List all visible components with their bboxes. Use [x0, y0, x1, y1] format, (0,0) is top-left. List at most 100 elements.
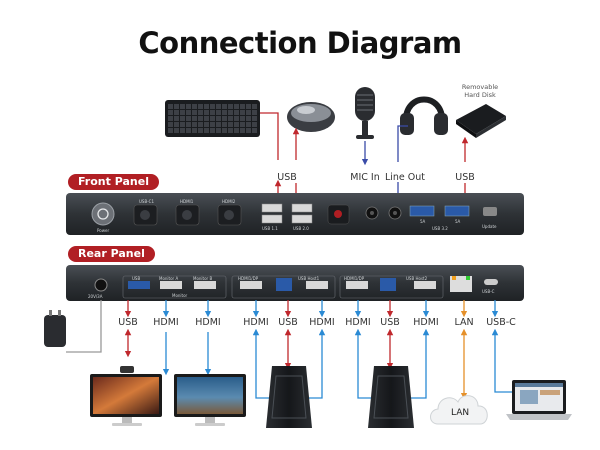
keyboard-key [192, 104, 197, 109]
keyboard-key [252, 110, 257, 115]
keyboard-key [252, 116, 257, 121]
keyboard-key [174, 122, 179, 127]
keyboard-key [180, 122, 185, 127]
microphone-icon [355, 87, 375, 139]
front-lineout-label: Line Out [384, 172, 426, 183]
front-panel-device: Power USB-C1 HDMI1 HDMI2 USB 1.1 USB 2.0… [66, 193, 524, 235]
keyboard-key [234, 128, 239, 133]
keyboard-key [210, 122, 215, 127]
silk-monitor-b: Monitor B [193, 276, 212, 281]
keyboard-key [216, 110, 221, 115]
silk-hdmi1dp-a: HDMI1/DP [238, 276, 259, 281]
keyboard-key [228, 128, 233, 133]
keyboard-key [216, 116, 221, 121]
rear-panel-label: Rear Panel [68, 246, 155, 262]
keyboard-key [180, 104, 185, 109]
keyboard-key [246, 122, 251, 127]
keyboard-key [198, 104, 203, 109]
lan-cloud-icon [430, 395, 488, 425]
rear-hdmi-label-2: HDMI [195, 317, 221, 328]
keyboard-key [186, 110, 191, 115]
silk-usbc: USB-C [482, 289, 495, 294]
keyboard-key [204, 122, 209, 127]
keyboard-key [252, 128, 257, 133]
rear-panel-device: 20V/3A USB Monitor A Monitor B HDMI1/DP … [66, 265, 524, 301]
keyboard-key [174, 110, 179, 115]
silk-hdmi2: HDMI2 [222, 199, 236, 204]
keyboard-key [234, 104, 239, 109]
silk-usb32: USB 3.2 [432, 226, 448, 231]
front-mic-label: MIC In [350, 172, 380, 183]
rear-hdmi-label-3: HDMI [243, 317, 269, 328]
computer-2-icon [368, 366, 414, 428]
silk-host2: USB Host2 [406, 276, 428, 281]
keyboard-key [216, 104, 221, 109]
keyboard-key [168, 104, 173, 109]
keyboard-key [240, 116, 245, 121]
rear-hdmi-label-5: HDMI [345, 317, 371, 328]
keyboard-key [222, 110, 227, 115]
keyboard-key [198, 116, 203, 121]
rear-hdmi-label-6: HDMI [413, 317, 439, 328]
keyboard-key [246, 128, 251, 133]
keyboard-key [228, 116, 233, 121]
keyboard-key [192, 110, 197, 115]
keyboard-key [174, 128, 179, 133]
diagram-title: Connection Diagram [138, 26, 462, 60]
laptop-icon [506, 380, 572, 420]
keyboard-key [210, 104, 215, 109]
mouse-icon [287, 102, 335, 132]
keyboard-key [252, 122, 257, 127]
keyboard-key [210, 128, 215, 133]
keyboard-key [228, 122, 233, 127]
keyboard-key [246, 116, 251, 121]
keyboard-key [240, 128, 245, 133]
keyboard-key [186, 104, 191, 109]
keyboard-key [222, 116, 227, 121]
silk-20v: 20V/3A [88, 294, 103, 299]
keyboard-key [204, 116, 209, 121]
keyboard-key [168, 128, 173, 133]
keyboard-key [198, 110, 203, 115]
monitor-2-icon [174, 374, 246, 426]
keyboard-key [192, 116, 197, 121]
silk-5a-2: 5A [455, 219, 461, 224]
silk-monitor: Monitor [172, 293, 188, 298]
keyboard-key [222, 128, 227, 133]
keyboard-key [210, 110, 215, 115]
keyboard-key [246, 110, 251, 115]
keyboard-key [204, 104, 209, 109]
silk-usb20: USB 2.0 [293, 226, 309, 231]
rear-usb-label-3: USB [380, 317, 400, 328]
power-adapter-icon [44, 310, 66, 347]
keyboard-key [222, 122, 227, 127]
lan-cloud-label: LAN [451, 408, 470, 418]
keyboard-key [240, 104, 245, 109]
keyboard-key [216, 122, 221, 127]
keyboard-key [174, 116, 179, 121]
keyboard-key [186, 116, 191, 121]
rear-hdmi-label-4: HDMI [309, 317, 335, 328]
rear-lan-label: LAN [454, 317, 474, 328]
rear-usb-label-2: USB [278, 317, 298, 328]
silk-usb-c1: USB-C1 [139, 199, 154, 204]
rear-hdmi-label-1: HDMI [153, 317, 179, 328]
removable-disk-label: Removable Hard Disk [461, 83, 499, 99]
silk-power: Power [97, 228, 109, 233]
headphones-icon [400, 96, 448, 135]
front-panel-label: Front Panel [68, 174, 159, 190]
keyboard-key [216, 128, 221, 133]
silk-hdmi1: HDMI1 [180, 199, 194, 204]
keyboard-key [198, 128, 203, 133]
silk-host1: USB Host1 [298, 276, 320, 281]
front-usb2-label: USB [455, 172, 475, 183]
keyboard-icon [165, 100, 260, 137]
silk-hdmi1dp-b: HDMI1/DP [344, 276, 365, 281]
silk-monitor-a: Monitor A [159, 276, 178, 281]
removable-disk-icon [456, 104, 506, 138]
keyboard-key [240, 122, 245, 127]
keyboard-key [228, 104, 233, 109]
keyboard-key [240, 110, 245, 115]
